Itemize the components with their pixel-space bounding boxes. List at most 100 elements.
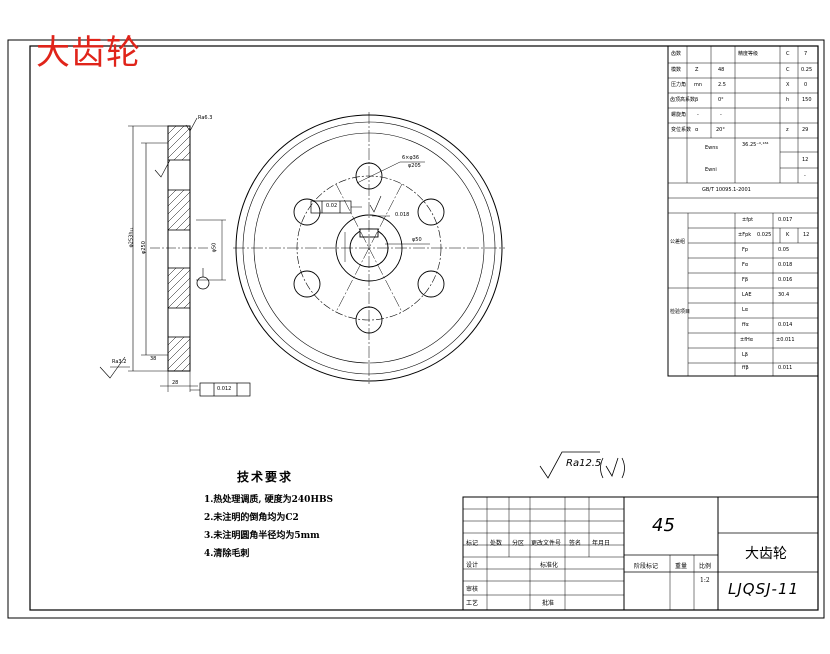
param-r4c0: 螺旋角 [671,112,687,118]
param-r2c4: 0 [804,82,808,88]
param-r3c3: h [786,97,790,103]
check-r1-kval: 12 [803,232,810,238]
roughness-bracket [600,457,625,479]
tech-req-4: 4.清除毛刺 [204,549,250,559]
tb-standard: 标准化 [540,562,559,569]
tb-h-mark: 标记 [466,540,479,547]
param-r1c2: 48 [718,67,725,73]
outer-border [7,39,825,619]
tb-design: 设计 [466,562,479,569]
check-r10-val: 0.011 [778,365,793,371]
material: 45 [652,515,675,536]
drawing-title-red: 大齿轮 [36,33,141,73]
check-r6-sym: Lα [742,307,749,313]
param-r0c0: 齿数 [671,51,682,57]
param-r1c3: C [786,67,790,73]
param-r5c4: 29 [802,127,809,133]
check-r2-sym: Fp [742,247,749,253]
param-r2c0: 压力角 [671,82,687,88]
dim-face-width: 38 [150,356,157,362]
param-dash: - [804,173,806,179]
tb-weight: 重量 [675,563,688,570]
check-r1-sym: ±Fpk [738,232,752,238]
param-r5c3: z [786,127,789,133]
check-r9-sym: Lβ [742,352,748,358]
check-r10-sym: ffβ [742,365,749,371]
param-ewns: Ewns [705,145,719,151]
param-r5c0: 变位系数 [671,127,692,133]
tech-req-1: 1.热处理调质, 硬度为240HBS [204,495,334,505]
roughness-ra63: Ra6.3 [198,115,213,121]
param-standard: GB/T 10095.1-2001 [702,187,751,193]
param-k: 12 [802,157,809,163]
hole-note: 6×φ36 [402,155,420,161]
param-r1c0: 模数 [671,67,682,73]
check-r3-val: 0.018 [778,262,793,268]
check-r7-sym: ffα [742,322,749,328]
keyway-dim: φ50 [412,237,422,243]
param-r3c1: β [695,97,699,103]
param-r0c2: 精度等级 [738,51,759,57]
tb-scale-label: 比例 [699,563,712,570]
check-r0-sym: ±fpt [742,217,754,223]
sym-tol: 0.02 [326,203,338,209]
tb-h-change: 更改文件号 [531,540,562,547]
tb-h-count: 处数 [490,540,503,547]
tol-bottom: 0.012 [217,386,232,392]
param-r1c1: Z [695,67,699,73]
param-table [667,45,819,377]
dim-d-groove: φ250 [140,241,147,254]
dim-hub: φ50 [211,242,218,253]
param-r2c3: X [786,82,790,88]
tb-scale: 1:2 [700,577,710,584]
roughness-ra32: Ra3.2 [112,359,127,365]
bore-tol: 0.018 [395,212,410,218]
param-ewni: Ewni [705,167,717,173]
check-group-1: 公差组 [670,239,686,245]
tb-review: 审核 [466,586,479,593]
roughness-symbol [539,451,600,479]
param-r3c2: 0° [718,97,724,103]
check-r4-sym: Fβ [742,277,749,283]
check-r0-val: 0.017 [778,217,793,223]
check-r7-val: 0.014 [778,322,793,328]
param-r3c4: 150 [802,97,812,103]
part-name: 大齿轮 [745,546,787,562]
tb-stage: 阶段标记 [634,563,659,570]
check-r1-k: K [786,232,790,238]
dim-bottom: 28 [172,380,179,386]
check-r5-val: 30.4 [778,292,790,298]
param-r2c2: 2.5 [718,82,726,88]
dim-d-tip: φ253h₁₁ [128,227,135,248]
param-span: 36.25⁻⁰·¹⁸⁴ [742,142,769,148]
check-group-2: 检验项目 [670,309,691,315]
check-r4-val: 0.016 [778,277,793,283]
tb-h-sign: 签名 [569,540,582,547]
check-r8-sym: ±fHα [740,337,754,343]
tb-approve: 批准 [542,600,555,607]
check-r2-val: 0.05 [778,247,790,253]
param-r3c0: 齿顶高系数 [670,97,696,103]
param-r4c2: - [720,112,722,118]
check-r1-val: 0.025 [757,232,772,238]
section-view [99,117,251,397]
tech-req-3: 3.未注明圆角半径均为5mm [204,531,320,541]
front-view [233,112,505,384]
tech-req-heading: 技术要求 [237,470,294,484]
param-r1c4: 0.25 [801,67,813,73]
check-r8-val: ±0.011 [776,337,795,343]
param-r0c4: 7 [804,51,808,57]
drawing-number: LJQSJ-11 [728,580,800,598]
param-r5c2: 20° [716,127,725,133]
roughness-main: Ra12.5 [566,458,602,469]
param-r5c1: α [695,127,699,133]
inner-border [29,45,819,611]
tb-process: 工艺 [466,600,479,607]
check-r3-sym: Fα [742,262,749,268]
param-r4c1: - [697,112,699,118]
tb-h-date: 年月日 [592,540,611,547]
param-r2c1: mn [694,82,703,88]
check-r5-sym: LAE [742,292,752,298]
